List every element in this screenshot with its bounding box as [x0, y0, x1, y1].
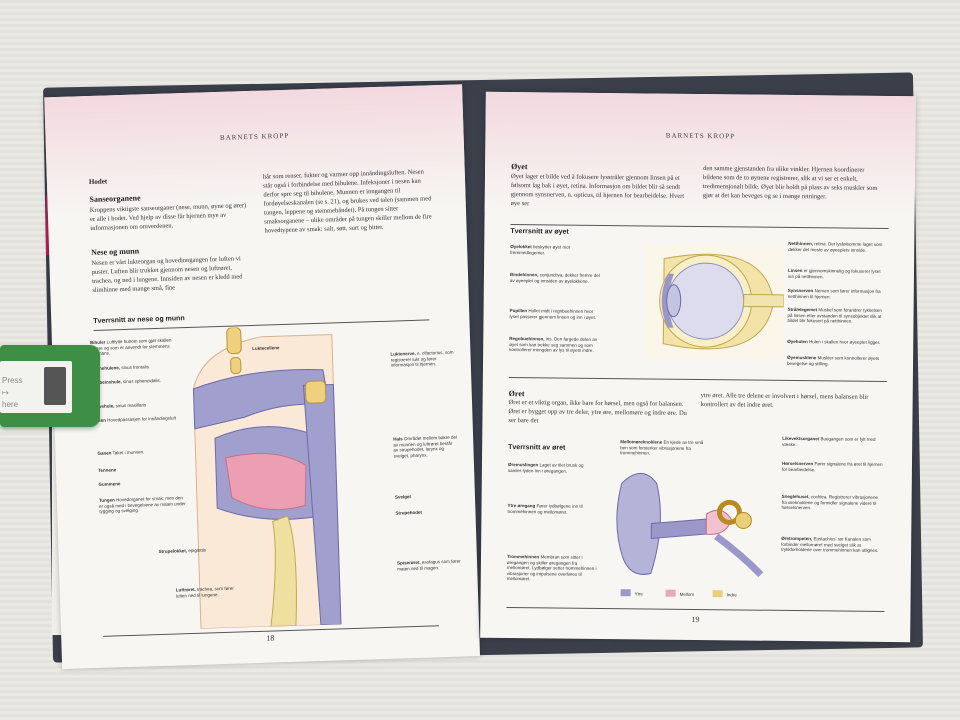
arrow-icon: ↦	[2, 387, 22, 399]
label-teeth: Tennene	[98, 465, 186, 473]
paragraph-column-2: hår som renser, fukter og varmer opp inn…	[263, 167, 435, 235]
label-ossicles: Mellomøreknoklene En kjede av tre små be…	[620, 439, 708, 456]
paragraph-eye-2: den samme gjenstanden fra ulike vinkler.…	[703, 164, 883, 202]
legend-label-outer: Ytre	[635, 591, 643, 597]
legend: Ytre Mellom Indre	[621, 589, 781, 603]
stapler-button[interactable]	[44, 367, 66, 405]
left-page: BARNETS KROPP Hodet Sanseorganene Kroppe…	[44, 84, 480, 669]
paragraph-sense: Kroppens viktigste sanseorganer (nese, m…	[90, 201, 251, 233]
label-gums: Gummene	[98, 479, 186, 487]
label-pharynx: Svelget	[395, 493, 459, 501]
label-eustachian-tube: Øretrompeten, Eustachius' rør Kanalen so…	[781, 536, 883, 554]
label-auricle: Øremuslingen Laget av tilet brusk og sam…	[508, 462, 598, 474]
label-olfactory-nerve: Luktenerve, n. olfactorius, som registre…	[390, 350, 454, 369]
label-iris: Regnbuehinnen, iris. Den fargede delen a…	[509, 336, 599, 353]
heading-ear: Øret	[509, 389, 525, 398]
ear-cross-section-illustration	[611, 463, 772, 580]
page-number: 19	[480, 613, 910, 627]
stapler-label: Press ↦ here	[2, 375, 22, 411]
diagram-title: Tverrsnitt av nese og munn	[93, 315, 185, 325]
eye-cross-section-illustration	[643, 243, 784, 359]
label-esophagus: Spiserøret, esofagus som fører maten ned…	[397, 559, 461, 572]
label-eardrum: Trommehinnen Membran som sitter i øregan…	[507, 554, 599, 582]
paragraph-eye-1: Øyet lager et bilde ved å fokusere lysst…	[511, 172, 691, 210]
paragraph-ear-2: ytre øret. Alle tre delene er involvert …	[701, 391, 881, 411]
label-eye-socket: Øyehulen Hulen i skallen hvor øyeeplet l…	[787, 339, 885, 346]
heading-eye: Øyet	[511, 162, 528, 171]
label-eye-muscles: Øyemusklene Muskler som kontrollerer øye…	[787, 355, 885, 367]
label-tongue: Tungen Hovedorganet for smak; men den er…	[99, 495, 187, 514]
label-throat: Hals Området mellom bakre del av munnen …	[393, 435, 458, 459]
section-title: Hodet	[89, 177, 108, 186]
label-eyelid: Øyelokket beskytter øyet mot fremmedlege…	[510, 244, 600, 256]
label-sphenoid-sinus: Kilebeinshule, sinus sphenoidalis.	[91, 377, 179, 385]
green-stapler: Press ↦ here	[0, 345, 100, 427]
legend-label-middle: Mellom	[680, 592, 695, 598]
eye-diagram-title: Tverrsnitt av øyet	[510, 228, 568, 236]
label-palate: Ganen Taket i munnen.	[97, 448, 185, 456]
label-frontal-sinus: Pannehulene, sinus frontalis.	[91, 363, 179, 371]
label-conjunctiva: Bindehinnen, conjunctiva, dekker fremre …	[510, 272, 600, 284]
stapler-text-here: here	[2, 399, 22, 411]
ear-diagram-title: Tverrsnitt av øret	[508, 444, 565, 452]
head-cross-section-illustration	[182, 323, 391, 629]
label-retina: Netthinnen, retina. Det lysfølsomme lage…	[788, 241, 886, 253]
stapler-text-press: Press	[2, 375, 22, 387]
legend-swatch-middle	[666, 590, 676, 597]
right-page: BARNETS KROPP Øyet Øyet lager et bilde v…	[480, 92, 916, 642]
label-maxillary-sinus: Kjevehule, sinus maxillaris	[92, 401, 180, 409]
label-auditory-nerve: Hørselsnerven Fører signalene fra øret t…	[782, 461, 884, 473]
label-cochlea: Sneglehuset, cochlea. Registrerer vibras…	[782, 494, 884, 512]
heading-sense: Sanseorganene	[89, 193, 140, 204]
label-ciliary-body: Strålelegemet Muskel som forandrer tykke…	[787, 307, 885, 325]
legend-label-inner: Indre	[727, 592, 737, 598]
label-pupil: Pupillen Hullet midt i regnbuehinnen hvo…	[509, 308, 599, 320]
label-sinuses: Bihuler Luftfylte hulrom som gjør skalle…	[90, 337, 178, 356]
label-ear-canal: Ytre øregang Fører lydbølgene inn til tr…	[507, 503, 597, 515]
label-lens: Linsen er gjennomskinnelig og fokuserer …	[788, 268, 886, 280]
label-larynx: Strupehodet	[395, 509, 459, 517]
legend-swatch-outer	[621, 589, 631, 596]
paragraph-ear-1: Øret er et viktig organ, ikke bare for h…	[508, 398, 688, 427]
label-balance-organ: Likevektsorganet Buegangen som er fylt m…	[782, 436, 884, 448]
paragraph-nose: Nesen er vårt lukteorgan og hovedinngang…	[91, 254, 252, 295]
label-optic-nerve: Synsnerven Nerven som fører informasjon …	[788, 288, 886, 300]
label-nose: Nesen Hovedpassasjen for innåndingsluft	[92, 415, 180, 423]
legend-swatch-inner	[713, 590, 723, 597]
label-trachea: Luftrøret, trachea, som fører luften ned…	[176, 586, 236, 599]
heading-nose: Nese og munn	[91, 247, 139, 258]
bottom-rule	[506, 607, 884, 612]
divider	[509, 377, 887, 382]
